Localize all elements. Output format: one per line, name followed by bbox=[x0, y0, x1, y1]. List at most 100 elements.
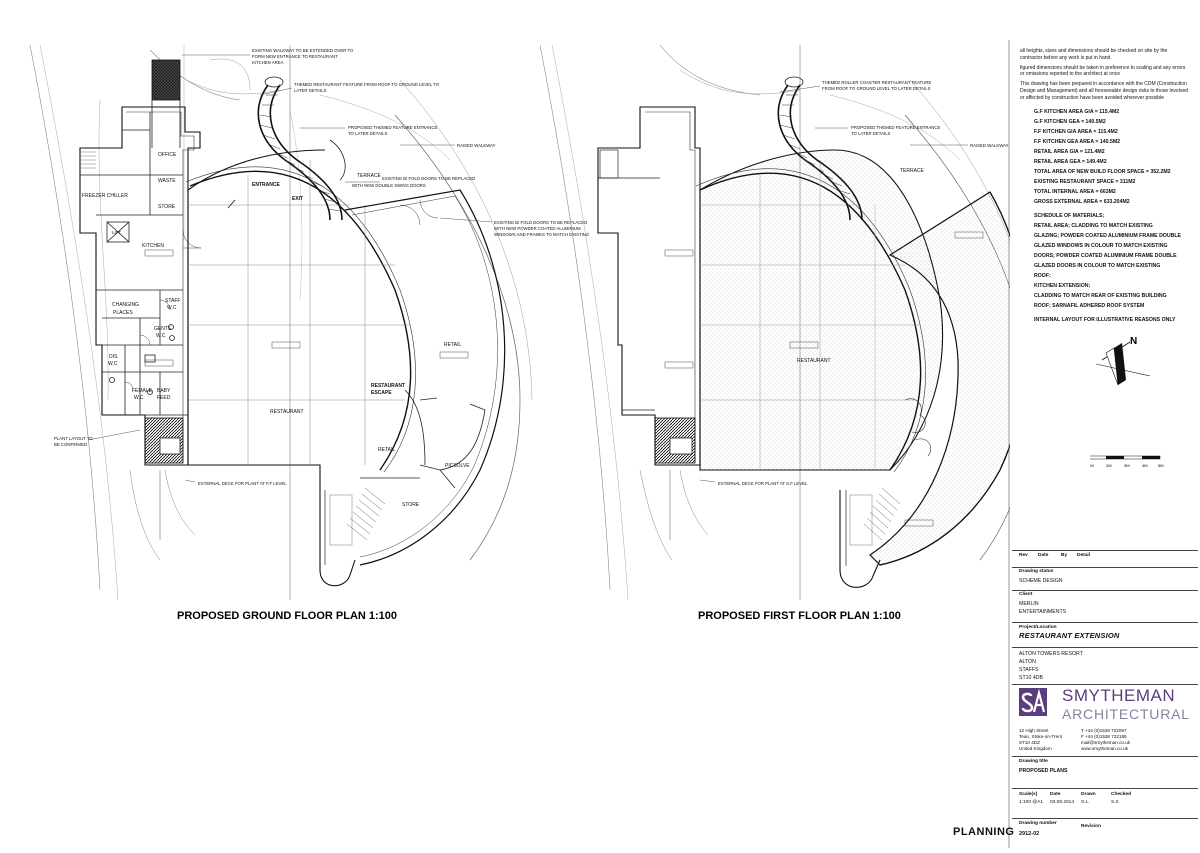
sched-line: KITCHEN EXTENSION; bbox=[1034, 283, 1091, 289]
revision-label: Revision bbox=[1081, 824, 1101, 829]
room-dis-1: DIS bbox=[109, 354, 118, 360]
checked-value: S.S bbox=[1111, 800, 1119, 805]
location-line-3: STAFFS bbox=[1019, 667, 1039, 673]
date-header: Date bbox=[1038, 553, 1049, 558]
room-exit: EXIT bbox=[292, 196, 303, 202]
room-retail-2: RETAIL bbox=[378, 447, 395, 453]
ground-floor-plan bbox=[29, 44, 533, 601]
room-terrace: TERRACE bbox=[357, 173, 382, 179]
scale-value: 1:100 @A1 bbox=[1019, 800, 1044, 805]
location-line-1: ALTON TOWERS RESORT bbox=[1019, 651, 1083, 657]
ground-plan-title: PROPOSED GROUND FLOOR PLAN 1:100 bbox=[177, 610, 397, 622]
ff-room-restaurant: RESTAURANT bbox=[797, 358, 831, 364]
location-line-4: ST10 4DB bbox=[1019, 675, 1043, 681]
drawing-number: 2912-02 bbox=[1019, 831, 1040, 837]
sched-line: SCHEDULE OF MATERIALS; bbox=[1034, 213, 1105, 219]
sched-line: GLAZED WINDOWS IN COLOUR TO MATCH EXISTI… bbox=[1034, 243, 1168, 249]
address-line: ST10 4DZ bbox=[1019, 740, 1040, 745]
room-kitchen: KITCHEN bbox=[142, 243, 164, 249]
scale-bar: 0M 1M 2M 3M 4M 5M bbox=[1090, 455, 1164, 468]
sched-line: GROSS EXTERNAL AREA = 633.204M2 bbox=[1034, 199, 1130, 205]
room-changing-2: PLACES bbox=[113, 310, 133, 316]
room-female-2: W.C bbox=[134, 395, 144, 401]
annot-bifold2-1: EXISTING BI FOLD DOORS TO BE REPLACED bbox=[494, 220, 587, 225]
north-label: N bbox=[1130, 336, 1137, 347]
ff-room-terrace: TERRACE bbox=[900, 168, 925, 174]
sched-line: G.F KITCHEN GEA = 140.5M2 bbox=[1034, 119, 1106, 125]
address-line: United Kingdom bbox=[1019, 746, 1052, 751]
scale-tick-4: 4M bbox=[1142, 463, 1148, 468]
annot-deck: EXTERNAL DECK FOR PLANT AT F.F LEVEL bbox=[198, 481, 287, 486]
plans-svg: EXISTING WALKWAY TO BE EXTENDED OVER TO … bbox=[29, 40, 1043, 848]
room-female-1: FEMALE bbox=[132, 388, 153, 394]
sched-line: RETAIL AREA GIA = 121.4M2 bbox=[1034, 149, 1105, 155]
scale-tick-5: 5M bbox=[1158, 463, 1164, 468]
sched-line: GLAZING; POWDER COATED ALUMINIUM FRAME D… bbox=[1034, 233, 1181, 239]
sched-line: RETAIL AREA; CLADDING TO MATCH EXISTING bbox=[1034, 223, 1153, 229]
annot-walkway-1: EXISTING WALKWAY TO BE EXTENDED OVER TO bbox=[252, 48, 354, 53]
ff-annot-themed-2: FROM ROOF TO GROUND LEVEL TO LATER DETAI… bbox=[822, 86, 931, 91]
divider bbox=[1012, 622, 1198, 623]
room-baby-1: BABY bbox=[157, 388, 171, 394]
client-line-1: MERLIN bbox=[1019, 601, 1039, 607]
first-labels: THEMED ROLLER COASTER RESTAURANT FEATURE… bbox=[718, 80, 1009, 486]
divider bbox=[1012, 647, 1198, 648]
drawn-label: Drawn bbox=[1081, 792, 1096, 797]
note-3: This drawing has been prepared in accord… bbox=[1020, 81, 1188, 101]
annot-themed-1: THEMED RESTAURANT FEATURE FROM ROOF TO G… bbox=[294, 82, 440, 87]
annot-walkway-3: KITCHEN AREA bbox=[252, 60, 284, 65]
room-retail: RETAIL bbox=[444, 342, 461, 348]
contact-line: www.smytheman.co.uk bbox=[1081, 746, 1128, 751]
address-line: 12 High Street bbox=[1019, 728, 1049, 733]
contact-line: F +44 (0)1538 722185 bbox=[1081, 734, 1127, 739]
date-value: 03.09.2014 bbox=[1050, 800, 1075, 805]
status-label: Drawing status bbox=[1019, 569, 1054, 574]
status-value: SCHEME DESIGN bbox=[1019, 578, 1063, 584]
annot-bifold2-2: WITH NEW POWDER COATED ALUMINIUM bbox=[494, 226, 581, 231]
first-floor-plan bbox=[539, 44, 1043, 601]
ff-annot-raised: RAISED WALKWAY bbox=[970, 143, 1009, 148]
drawing-number-label: Drawing number bbox=[1019, 821, 1057, 826]
room-office: OFFICE bbox=[158, 152, 177, 158]
client-line-2: ENTERTAINMENTS bbox=[1019, 609, 1067, 615]
area-schedule: G.F KITCHEN AREA GIA = 115.4M2 G.F KITCH… bbox=[1034, 107, 1198, 325]
sched-line: EXISTING RESTAURANT SPACE = 311M2 bbox=[1034, 179, 1136, 185]
scale-tick-1: 1M bbox=[1090, 463, 1094, 468]
ff-annot-themed-1: THEMED ROLLER COASTER RESTAURANT FEATURE bbox=[822, 80, 931, 85]
divider bbox=[1012, 756, 1198, 757]
detail-header: Detail bbox=[1077, 553, 1091, 558]
room-escape-1: RESTAURANT bbox=[371, 383, 405, 389]
brand-name: SMYTHEMAN bbox=[1062, 686, 1176, 705]
sched-line: TOTAL AREA OF NEW BUILD FLOOR SPACE = 35… bbox=[1034, 169, 1171, 175]
room-staff-2: W.C bbox=[167, 305, 177, 311]
room-entrance: ENTRANCE bbox=[252, 182, 280, 188]
checked-label: Checked bbox=[1111, 792, 1131, 797]
divider bbox=[1012, 567, 1198, 568]
company-contact: T +44 (0)1538 722097 F +44 (0)1538 72218… bbox=[1081, 728, 1130, 752]
room-changing-1: CHANGING bbox=[112, 302, 139, 308]
ff-annot-feature-2: TO LATER DETAILS bbox=[851, 131, 891, 136]
room-baby-2: FEED bbox=[157, 395, 171, 401]
sched-line: GLAZED DOORS IN COLOUR TO MATCH EXISTING bbox=[1034, 263, 1161, 269]
general-notes: all heights, sizes and dimensions should… bbox=[1020, 48, 1190, 104]
date-label: Date bbox=[1050, 792, 1061, 797]
sched-line: F.F KITCHEN GIA AREA = 115.4M2 bbox=[1034, 129, 1118, 135]
first-plan-title: PROPOSED FIRST FLOOR PLAN 1:100 bbox=[698, 610, 901, 622]
planning-stamp: PLANNING bbox=[953, 826, 1015, 838]
contact-line: T +44 (0)1538 722097 bbox=[1081, 728, 1127, 733]
annot-bifold1-1: EXISTING BI FOLD DOORS TO BE REPLACED bbox=[382, 176, 475, 181]
north-arrow-scale: N 0M 1M 2M 3M 4M 5M bbox=[1090, 336, 1164, 468]
title-block: all heights, sizes and dimensions should… bbox=[1012, 40, 1194, 848]
note-1: all heights, sizes and dimensions should… bbox=[1020, 48, 1168, 61]
sched-line: DOORS; POWDER COATED ALUMINIUM FRAME DOU… bbox=[1034, 253, 1177, 259]
scale-label: Scale(s) bbox=[1019, 792, 1038, 797]
sched-line: ROOF; bbox=[1034, 273, 1051, 279]
divider bbox=[1012, 550, 1198, 551]
contact-line: mail@smytheman.co.uk bbox=[1081, 740, 1131, 745]
divider bbox=[1012, 590, 1198, 591]
drawing-title-label: Drawing title bbox=[1019, 759, 1048, 764]
ff-annot-deck: EXTERNAL DECK FOR PLANT AT S.F LEVEL bbox=[718, 481, 808, 486]
north-arrow-icon: N bbox=[1095, 336, 1151, 386]
room-restaurant: RESTAURANT bbox=[270, 409, 304, 415]
project-title: RESTAURANT EXTENSION bbox=[1019, 631, 1120, 640]
